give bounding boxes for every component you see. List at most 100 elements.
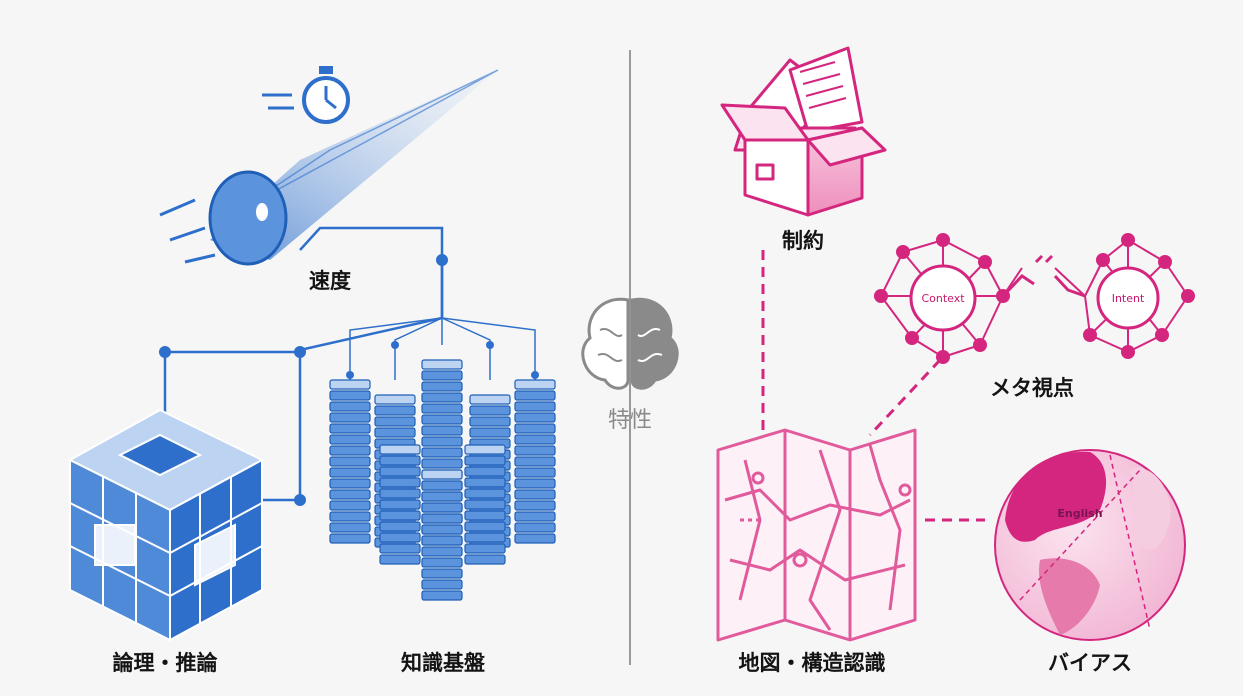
server-unit bbox=[514, 511, 556, 522]
server-unit bbox=[421, 436, 463, 447]
server-unit bbox=[514, 489, 556, 500]
server-unit bbox=[379, 532, 421, 543]
server-stack-network-icon bbox=[329, 317, 556, 601]
label-bias: バイアス bbox=[1048, 651, 1132, 675]
server-unit bbox=[329, 401, 371, 412]
globe-icon: English bbox=[994, 449, 1186, 641]
server-unit bbox=[421, 491, 463, 502]
server-unit bbox=[379, 466, 421, 477]
server-unit bbox=[514, 533, 556, 544]
server-unit bbox=[421, 535, 463, 546]
server-unit bbox=[329, 412, 371, 423]
server-unit bbox=[379, 477, 421, 488]
server-unit bbox=[329, 533, 371, 544]
server-unit bbox=[514, 456, 556, 467]
globe-text: English bbox=[1057, 507, 1102, 520]
server-unit bbox=[421, 359, 463, 370]
server-unit bbox=[514, 434, 556, 445]
server-unit bbox=[379, 554, 421, 565]
server-unit bbox=[514, 522, 556, 533]
server-unit bbox=[514, 445, 556, 456]
map-icon bbox=[716, 428, 917, 642]
server-unit bbox=[329, 379, 371, 390]
server-unit bbox=[329, 489, 371, 500]
server-unit bbox=[329, 522, 371, 533]
server-unit bbox=[464, 455, 506, 466]
server-unit bbox=[421, 425, 463, 436]
server-unit bbox=[464, 554, 506, 565]
server-unit bbox=[379, 488, 421, 499]
server-unit bbox=[421, 557, 463, 568]
label-logic-reasoning: 論理・推論 bbox=[112, 651, 218, 675]
server-unit bbox=[464, 488, 506, 499]
server-unit bbox=[514, 379, 556, 390]
server-unit bbox=[464, 466, 506, 477]
server-unit bbox=[464, 510, 506, 521]
server-stacks bbox=[329, 359, 556, 601]
server-unit bbox=[514, 478, 556, 489]
server-unit bbox=[421, 469, 463, 480]
left-connector-dots bbox=[159, 254, 448, 506]
server-unit bbox=[421, 370, 463, 381]
box-with-documents-icon bbox=[720, 46, 887, 217]
server-unit bbox=[421, 568, 463, 579]
server-unit bbox=[374, 405, 416, 416]
server-unit bbox=[329, 500, 371, 511]
server-unit bbox=[374, 427, 416, 438]
server-unit bbox=[514, 412, 556, 423]
server-unit bbox=[421, 579, 463, 590]
server-unit bbox=[514, 401, 556, 412]
server-unit bbox=[421, 513, 463, 524]
server-unit bbox=[464, 521, 506, 532]
server-unit bbox=[379, 444, 421, 455]
server-unit bbox=[379, 455, 421, 466]
server-unit bbox=[421, 590, 463, 601]
label-map-structure-recognition: 地図・構造認識 bbox=[738, 651, 886, 675]
label-characteristics: 特性 bbox=[607, 408, 653, 433]
server-unit bbox=[421, 392, 463, 403]
server-unit bbox=[421, 447, 463, 458]
server-unit bbox=[469, 405, 511, 416]
brain-icon bbox=[581, 297, 679, 390]
label-knowledge-base: 知識基盤 bbox=[401, 651, 485, 675]
server-unit bbox=[329, 456, 371, 467]
right-connectors bbox=[761, 250, 985, 522]
server-unit bbox=[514, 500, 556, 511]
server-unit bbox=[374, 416, 416, 427]
server-unit bbox=[421, 403, 463, 414]
label-speed: 速度 bbox=[309, 269, 351, 293]
server-unit bbox=[421, 458, 463, 469]
context-label: Context bbox=[921, 292, 965, 305]
server-unit bbox=[421, 524, 463, 535]
server-unit bbox=[464, 499, 506, 510]
server-unit bbox=[421, 381, 463, 392]
server-unit bbox=[469, 394, 511, 405]
server-unit bbox=[464, 477, 506, 488]
label-meta-view: メタ視点 bbox=[990, 376, 1074, 400]
server-unit bbox=[464, 532, 506, 543]
server-unit bbox=[329, 434, 371, 445]
server-unit bbox=[329, 511, 371, 522]
intent-label: Intent bbox=[1112, 292, 1145, 305]
server-unit bbox=[379, 510, 421, 521]
server-unit bbox=[379, 543, 421, 554]
server-unit bbox=[464, 543, 506, 554]
speeding-stopwatch-cylinder-icon bbox=[159, 66, 500, 266]
server-unit bbox=[329, 445, 371, 456]
server-unit bbox=[469, 427, 511, 438]
server-unit bbox=[421, 414, 463, 425]
server-unit bbox=[329, 478, 371, 489]
server-unit bbox=[464, 444, 506, 455]
server-unit bbox=[329, 467, 371, 478]
server-unit bbox=[379, 499, 421, 510]
server-unit bbox=[329, 423, 371, 434]
server-unit bbox=[469, 416, 511, 427]
server-unit bbox=[379, 521, 421, 532]
server-unit bbox=[514, 423, 556, 434]
server-unit bbox=[421, 480, 463, 491]
server-unit bbox=[514, 390, 556, 401]
server-unit bbox=[374, 394, 416, 405]
context-intent-network-icon: Context Intent bbox=[874, 233, 1195, 364]
